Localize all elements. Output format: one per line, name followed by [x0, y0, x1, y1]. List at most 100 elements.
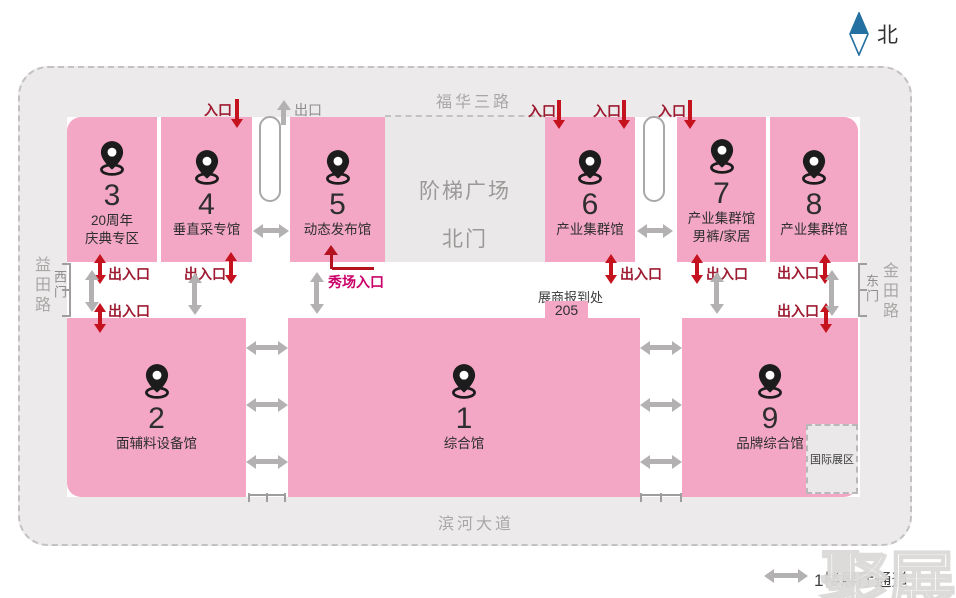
entrance-arrow-icon	[235, 99, 239, 119]
escalator-icon	[643, 116, 665, 202]
hall-name: 垂直采专馆	[172, 222, 241, 238]
hall-name: 综合馆	[443, 436, 485, 452]
east-gate-bracket	[858, 263, 867, 317]
location-pin-icon	[452, 364, 476, 399]
hall-8: 8 产业集群馆	[770, 117, 858, 262]
hall-name: 20周年	[90, 213, 134, 229]
corridor-endcap	[640, 493, 682, 502]
show-entrance-arrow-icon	[332, 267, 374, 270]
location-pin-icon	[709, 139, 734, 175]
exit-arrow-icon	[281, 110, 286, 125]
location-pin-icon	[144, 364, 169, 399]
hall-name: 品牌综合馆	[736, 436, 804, 452]
show-entrance-arrowhead-icon	[324, 245, 338, 255]
entrance-exit-arrow-icon	[229, 261, 233, 275]
hall-2: 2 面辅料设备馆	[67, 318, 246, 497]
compass: 北	[849, 12, 898, 56]
west-gate-bracket	[62, 263, 71, 317]
passage-arrow-icon	[650, 459, 672, 464]
exit-label: 出口	[294, 102, 322, 118]
entrance-arrow-icon	[688, 100, 692, 120]
north-gate-label: 北门	[442, 228, 488, 251]
show-entrance-arrow-icon	[330, 254, 333, 269]
location-pin-icon	[325, 150, 350, 185]
east-gate-label: 东门	[864, 274, 879, 304]
passage-arrow-icon	[647, 228, 663, 233]
north-arrow-icon	[849, 12, 869, 56]
location-pin-icon	[802, 150, 826, 185]
entrance-label: 入口	[593, 103, 621, 119]
entrance-exit-label: 出入口	[777, 265, 819, 281]
international-zone-label: 国际展区	[810, 454, 854, 466]
west-gate-label: 西门	[52, 270, 67, 300]
hall-6: 6 产业集群馆	[545, 117, 635, 262]
location-pin-icon	[100, 141, 124, 177]
hall-name: 产业集群馆	[556, 222, 624, 238]
hall-number: 3	[103, 179, 121, 213]
hall-3: 3 20周年 庆典专区	[67, 117, 157, 262]
hall-number: 2	[148, 402, 165, 436]
corridor-arrow-icon	[829, 280, 834, 306]
entrance-exit-arrow-icon	[98, 312, 102, 324]
hall-1: 1 综合馆	[288, 318, 640, 497]
passage-arrow-icon	[256, 345, 278, 350]
road-south-label: 滨河大道	[438, 516, 515, 533]
entrance-exit-label: 出入口	[108, 266, 150, 282]
passage-arrow-icon	[650, 402, 672, 407]
stairs-plaza: 阶梯广场 北门	[385, 115, 545, 262]
location-pin-icon	[194, 150, 219, 185]
passage-arrow-icon	[256, 459, 278, 464]
entrance-exit-label: 出入口	[777, 303, 819, 319]
passage-arrow-icon	[256, 402, 278, 407]
hall-number: 7	[713, 177, 730, 211]
hall-5: 5 动态发布馆	[290, 117, 385, 262]
hall-name-line2: 男裤/家居	[692, 229, 751, 244]
entrance-label: 入口	[658, 103, 686, 119]
corridor-arrow-icon	[89, 280, 94, 302]
hall-number: 9	[761, 402, 779, 436]
hall-name: 产业集群馆	[780, 222, 848, 238]
corridor-arrow-icon	[714, 282, 719, 304]
road-east-label: 金田路	[880, 262, 897, 322]
entrance-arrow-icon	[622, 100, 626, 120]
watermark: 聚展	[819, 544, 956, 598]
hall-4: 4 垂直采专馆	[161, 117, 252, 262]
road-north-label: 福华三路	[436, 94, 513, 111]
hall-number: 1	[455, 402, 473, 436]
road-west-label: 益田路	[32, 256, 49, 316]
hall-number: 8	[805, 188, 823, 222]
corridor-endcap	[248, 493, 286, 502]
entrance-exit-arrow-icon	[98, 263, 102, 275]
hall-number: 5	[329, 188, 346, 222]
entrance-exit-arrow-icon	[695, 263, 699, 275]
entrance-exit-arrow-icon	[823, 263, 827, 275]
plaza-title: 阶梯广场	[419, 180, 511, 203]
hall-7: 7 产业集群馆 男裤/家居	[677, 117, 766, 262]
show-entrance-label: 秀场入口	[328, 274, 384, 290]
location-pin-icon	[758, 364, 782, 399]
passage-arrow-icon	[650, 345, 672, 350]
legend-arrow-icon	[774, 573, 798, 578]
hall-name-line2: 庆典专区	[85, 231, 139, 246]
checkin-room-badge: 205	[545, 301, 588, 319]
entrance-exit-arrow-icon	[609, 263, 613, 275]
hall-name: 动态发布馆	[303, 222, 372, 238]
entrance-exit-label: 出入口	[620, 266, 662, 282]
compass-north-label: 北	[877, 24, 898, 47]
hall-name: 产业集群馆	[687, 211, 756, 227]
international-zone: 国际展区	[806, 424, 858, 494]
entrance-exit-label: 出入口	[108, 303, 150, 319]
passage-arrow-icon	[263, 228, 279, 233]
hall-number: 6	[581, 188, 599, 222]
corridor-arrow-icon	[192, 283, 197, 305]
entrance-label: 入口	[204, 102, 232, 118]
entrance-label: 入口	[528, 103, 556, 119]
corridor-arrow-icon	[314, 282, 319, 304]
hall-name: 面辅料设备馆	[116, 436, 197, 452]
location-pin-icon	[578, 150, 602, 185]
hall-number: 4	[198, 188, 215, 222]
legend-label: 1楼展厅通道	[814, 571, 909, 590]
entrance-arrow-icon	[557, 100, 561, 120]
entrance-exit-arrow-icon	[824, 312, 828, 324]
